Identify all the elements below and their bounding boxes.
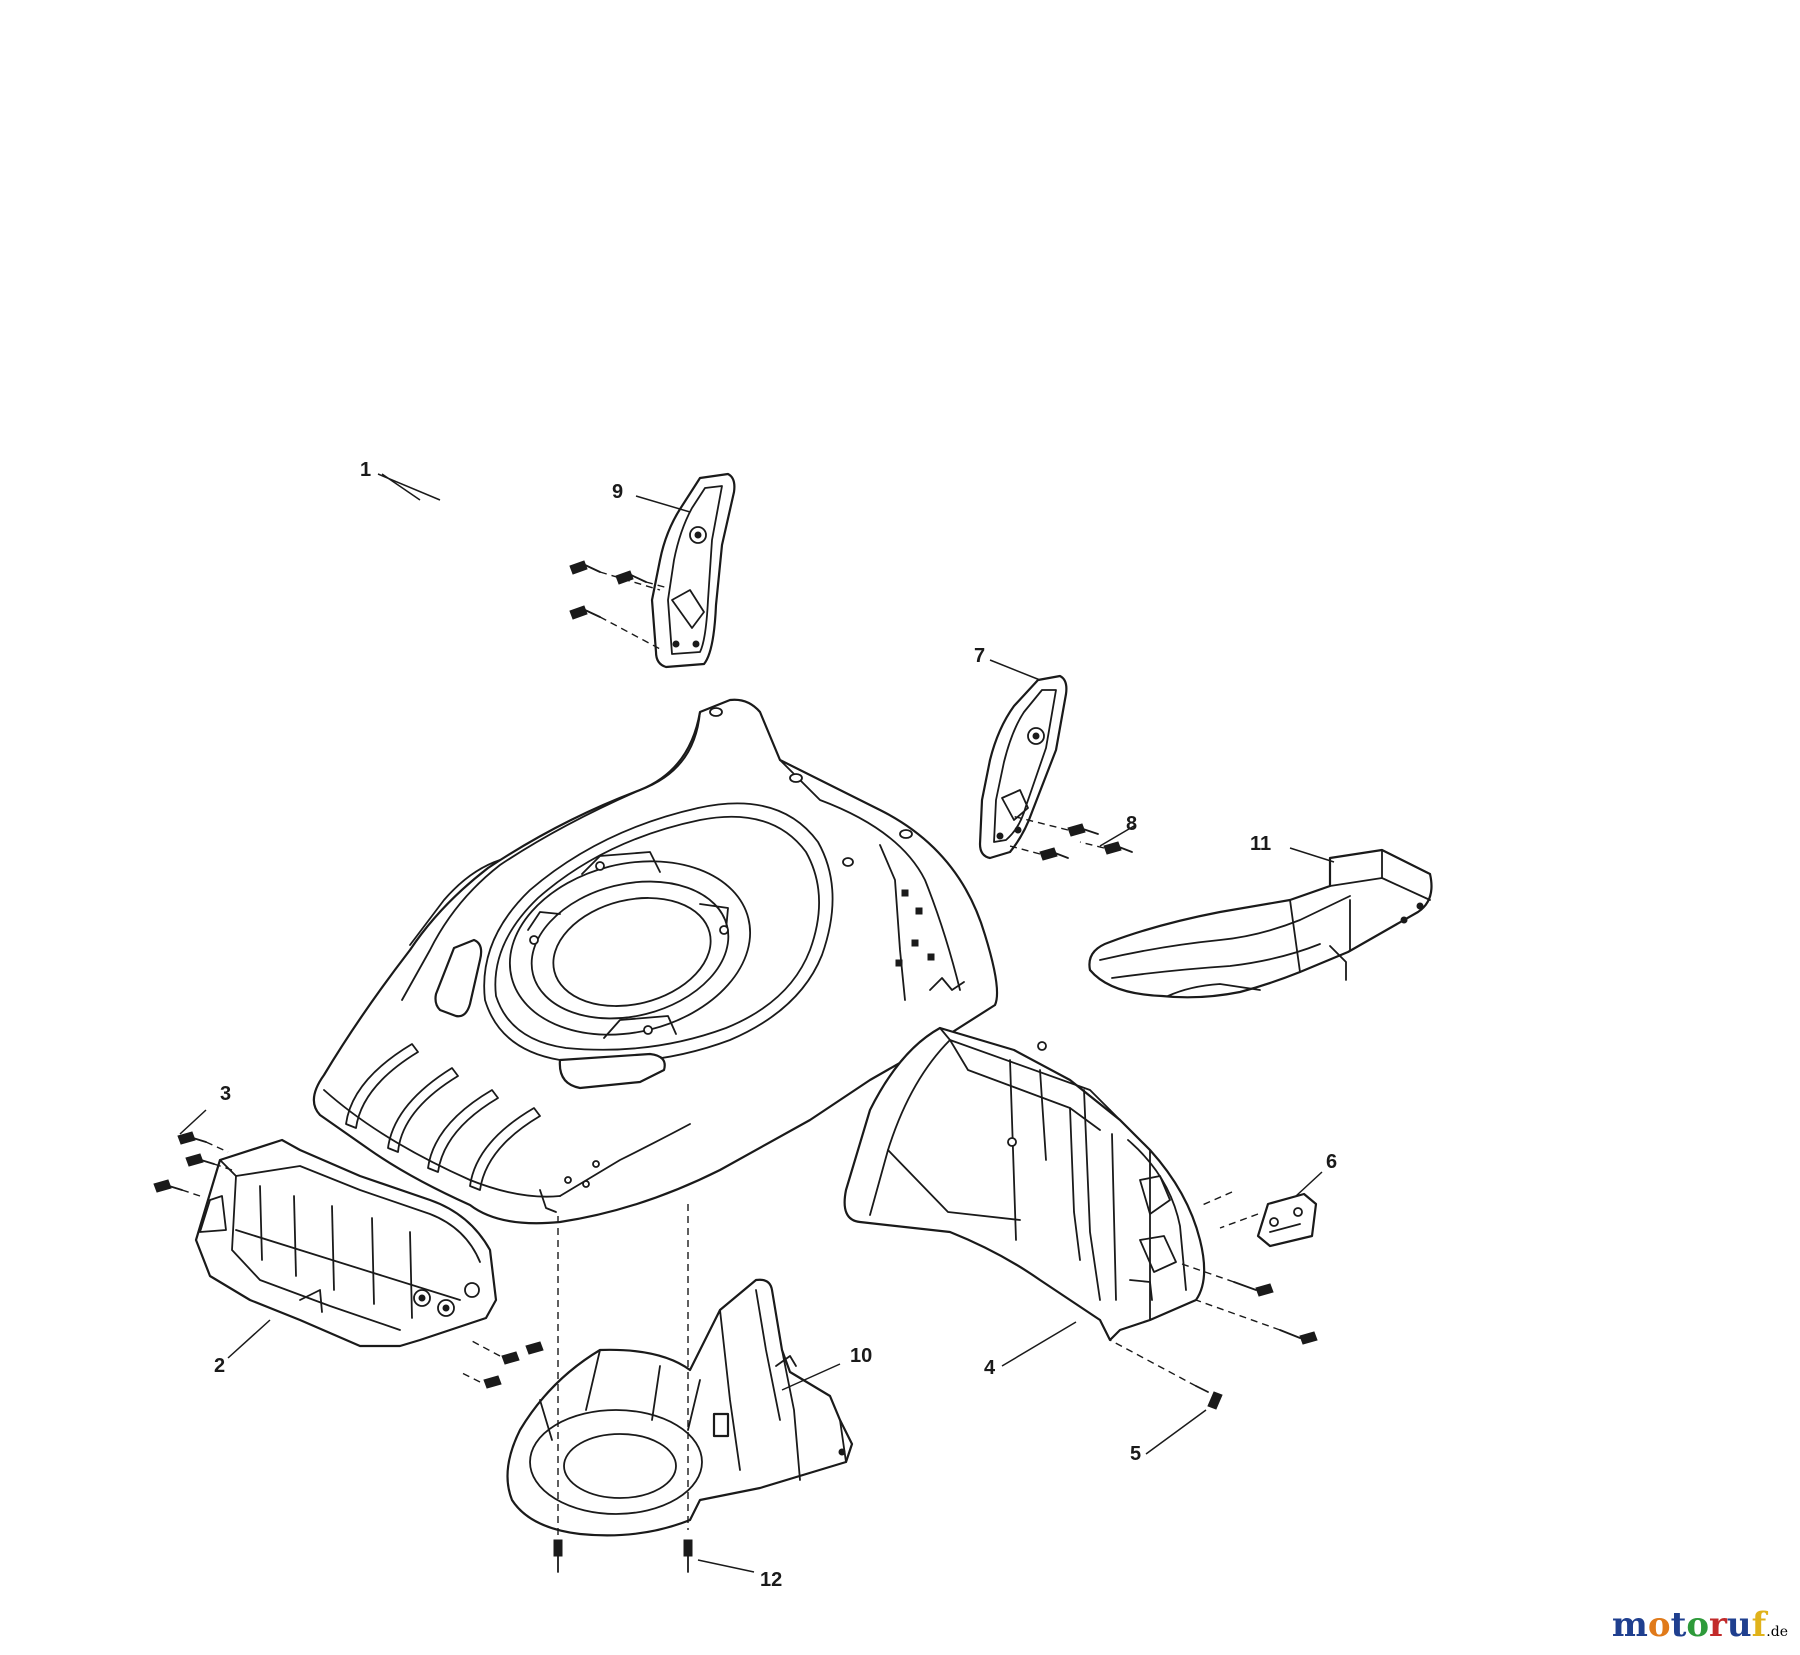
callout-labels: 9 7 8 11 1 3 2 10 4 5 6 12	[214, 459, 1337, 1591]
watermark-letter: f	[1751, 1605, 1767, 1645]
callout-4: 4	[984, 1357, 996, 1379]
part-3-bolts[interactable]	[153, 1131, 233, 1197]
watermark-letter: r	[1709, 1605, 1727, 1645]
callout-8: 8	[1126, 813, 1137, 835]
part-6-plate[interactable]	[1199, 1191, 1318, 1248]
part-8-bolts[interactable]	[1009, 815, 1133, 861]
leader-lines	[179, 473, 1335, 1573]
callout-7: 7	[974, 645, 985, 667]
part-2-front-guard[interactable]	[194, 1138, 498, 1348]
callout-2: 2	[214, 1355, 225, 1377]
callout-11: 11	[1250, 833, 1271, 855]
part-10-baffle[interactable]	[506, 1278, 854, 1537]
callout-10: 10	[850, 1345, 872, 1367]
part-12-bolts[interactable]	[553, 1204, 693, 1573]
motoruf-watermark-logo: motoruf.de	[1612, 1605, 1788, 1645]
part-4-grass-chute[interactable]	[843, 1026, 1206, 1342]
part-1-deck-housing[interactable]	[312, 698, 999, 1225]
callout-1: 1	[360, 459, 371, 481]
callout-5: 5	[1130, 1443, 1141, 1465]
callout-6: 6	[1326, 1151, 1337, 1173]
watermark-suffix: .de	[1766, 1624, 1788, 1640]
watermark-letter: t	[1670, 1605, 1687, 1645]
watermark-letter: u	[1726, 1605, 1752, 1645]
part-9-handle-bracket-left[interactable]	[650, 472, 736, 669]
watermark-letter: o	[1647, 1605, 1671, 1645]
callout-3: 3	[220, 1083, 231, 1105]
part-9-mounting-bolts[interactable]	[569, 560, 669, 651]
guard-lower-bolts[interactable]	[459, 1339, 544, 1389]
part-7-handle-bracket-right[interactable]	[978, 674, 1068, 860]
watermark-letter: m	[1611, 1605, 1648, 1645]
watermark-letter: o	[1686, 1605, 1709, 1645]
callout-9: 9	[612, 481, 623, 503]
callout-12: 12	[760, 1569, 782, 1591]
watermark-letters: motoruf	[1612, 1605, 1766, 1645]
part-11-mulch-plug[interactable]	[1088, 848, 1433, 999]
part-5-bolts[interactable]	[1109, 1263, 1318, 1410]
